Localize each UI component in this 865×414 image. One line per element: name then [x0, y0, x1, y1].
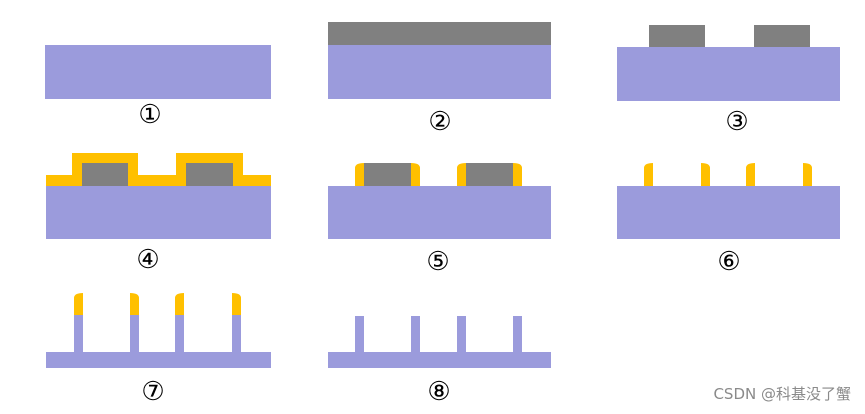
step-5-panel — [328, 163, 551, 239]
spacer-left-b — [411, 163, 420, 186]
spacer-right-a — [457, 163, 466, 186]
step-label-7: ⑦ — [141, 377, 165, 407]
substrate — [617, 186, 840, 239]
mask-film — [328, 22, 551, 45]
substrate — [328, 45, 551, 99]
mask-block-left — [82, 163, 128, 186]
mask-block-right — [186, 163, 233, 186]
fin-1 — [74, 315, 83, 352]
substrate — [617, 47, 840, 101]
mask-block-left — [364, 163, 411, 186]
substrate-base — [328, 352, 551, 368]
spacer-cap-4 — [232, 293, 241, 315]
watermark-text: CSDN @科基没了蟹 — [713, 385, 851, 403]
mask-block-left — [649, 25, 705, 47]
substrate — [46, 186, 271, 239]
step-label-3: ③ — [725, 107, 749, 137]
substrate-base — [46, 352, 271, 368]
step-8-panel — [328, 316, 551, 368]
step-label-8: ⑧ — [427, 377, 451, 407]
substrate — [328, 186, 551, 239]
step-label-2: ② — [428, 107, 452, 137]
step-label-5: ⑤ — [426, 247, 450, 277]
step-label-1: ① — [138, 100, 162, 130]
spacer-cap-1 — [74, 293, 83, 315]
fin-3 — [457, 316, 466, 352]
step-2-panel — [328, 22, 551, 99]
spacer-4 — [803, 163, 812, 186]
fin-4 — [513, 316, 522, 352]
fin-4 — [232, 315, 241, 352]
mask-block-right — [754, 25, 810, 47]
substrate — [45, 45, 271, 99]
spacer-3 — [746, 163, 755, 186]
fin-1 — [355, 316, 364, 352]
spacer-film — [46, 153, 271, 186]
step-label-4: ④ — [136, 245, 160, 275]
mask-block-right — [466, 163, 513, 186]
fin-2 — [411, 316, 420, 352]
spacer-cap-3 — [175, 293, 184, 315]
spacer-left-a — [355, 163, 364, 186]
spacer-right-b — [513, 163, 522, 186]
step-3-panel — [617, 25, 840, 101]
fin-3 — [175, 315, 184, 352]
fin-2 — [130, 315, 139, 352]
spacer-cap-2 — [130, 293, 139, 315]
step-1-panel — [45, 45, 271, 99]
step-7-panel — [46, 293, 271, 368]
spacer-1 — [644, 163, 653, 186]
step-6-panel — [617, 163, 840, 239]
spacer-2 — [701, 163, 710, 186]
step-label-6: ⑥ — [717, 247, 741, 277]
step-4-panel — [46, 153, 271, 239]
